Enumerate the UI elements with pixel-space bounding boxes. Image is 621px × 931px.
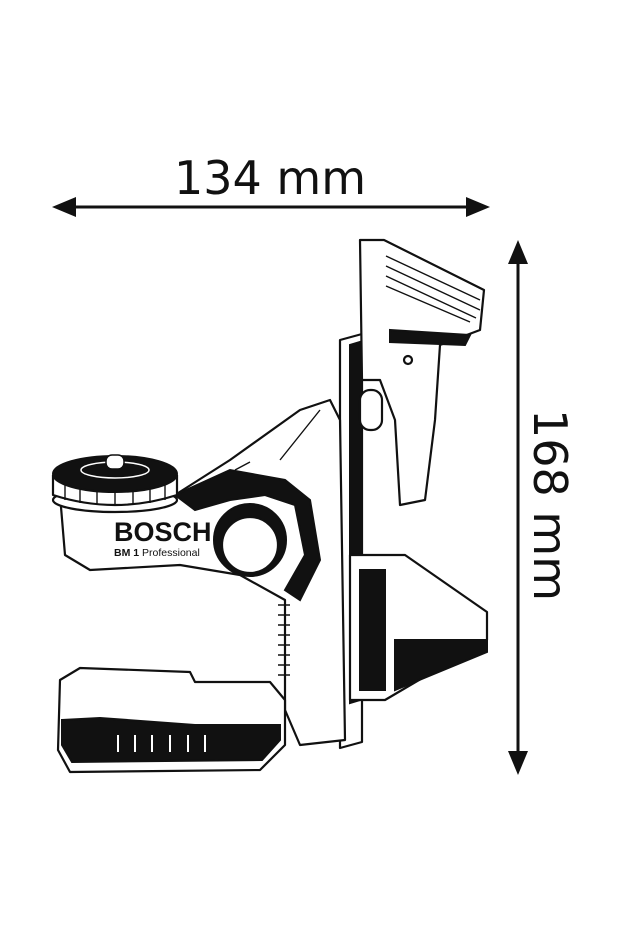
width-dimension: 134 mm <box>52 151 490 217</box>
bm1-wall-mount-illustration: BOSCH BM 1 Professional <box>51 238 489 774</box>
arrow-up-icon <box>508 240 528 264</box>
height-dimension: 168 mm <box>508 240 577 775</box>
width-label: 134 mm <box>174 151 366 205</box>
height-label: 168 mm <box>523 409 577 601</box>
arrow-down-icon <box>508 751 528 775</box>
brand-logo-text: BOSCH <box>114 517 212 547</box>
model-suffix: Professional <box>142 547 200 559</box>
arrow-left-icon <box>52 197 76 217</box>
arrow-right-icon <box>466 197 490 217</box>
model-label: BM 1 Professional <box>114 547 200 559</box>
model-name: BM 1 <box>114 547 139 559</box>
